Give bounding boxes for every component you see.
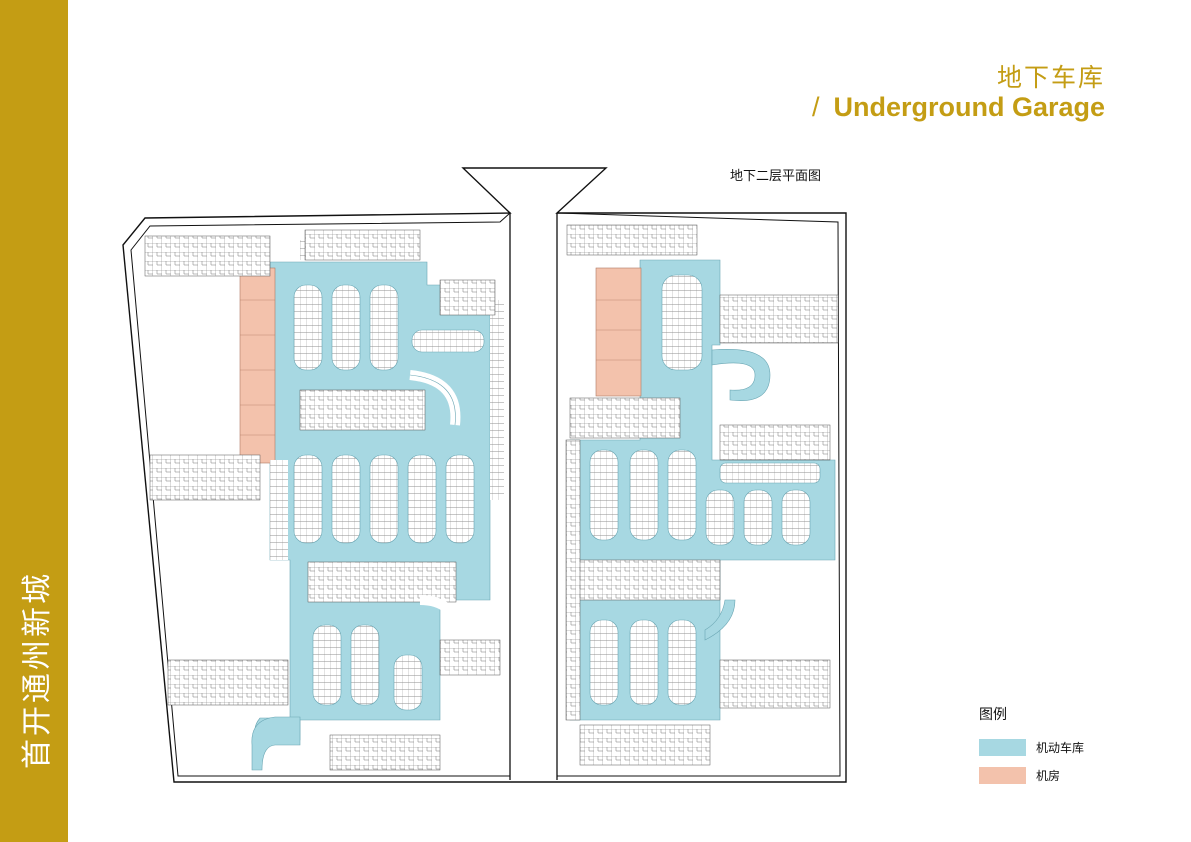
legend-label-machine-room: 机房 <box>1036 768 1061 783</box>
legend-swatch-machine-room <box>979 766 1026 784</box>
legend: 图例 机动车库 机房 <box>979 704 1084 794</box>
left-garage <box>144 229 504 771</box>
floor-plan <box>122 167 847 783</box>
legend-label-garage: 机动车库 <box>1036 740 1085 755</box>
brand-text: 首开通州新城 <box>20 571 55 769</box>
page-title-cn: 地下车库 <box>996 63 1105 92</box>
page-title-en: / Underground Garage <box>812 92 1105 123</box>
legend-swatch-garage <box>979 738 1026 756</box>
site-boundary <box>122 167 847 783</box>
page-title-en-text: Underground Garage <box>833 92 1105 122</box>
machine-room-left <box>239 267 276 464</box>
brand-label: 首开通州新城 <box>5 540 63 800</box>
legend-item-machine-room: 机房 <box>979 766 1084 784</box>
legend-item-garage: 机动车库 <box>979 738 1084 756</box>
legend-title: 图例 <box>979 707 1007 723</box>
sidebar-band: 首开通州新城 <box>0 0 68 842</box>
plan-title: 地下二层平面图 <box>730 169 822 184</box>
right-garage <box>565 224 839 766</box>
machine-room-right <box>595 267 642 397</box>
title-separator: / <box>811 92 820 122</box>
